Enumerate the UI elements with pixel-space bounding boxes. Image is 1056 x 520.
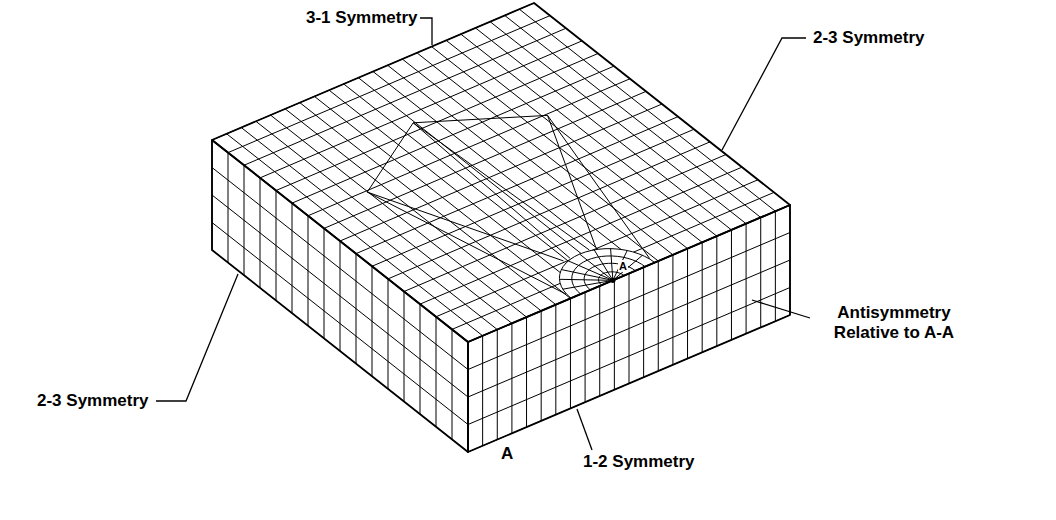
mesh-line — [228, 16, 550, 153]
mesh-line — [212, 168, 468, 370]
symmetry-label: 2-3 Symmetry — [812, 28, 926, 48]
symmetry-label: 2-3 Symmetry — [36, 391, 150, 411]
mesh-line — [568, 261, 613, 280]
mesh-line — [561, 270, 613, 281]
finite-element-mesh — [212, 3, 790, 452]
mesh-line — [367, 115, 547, 192]
mesh-line — [212, 223, 468, 425]
mesh-line — [413, 123, 589, 258]
mesh-line — [356, 117, 678, 254]
mesh-line — [468, 260, 790, 397]
leader-line — [420, 18, 432, 45]
mesh-line — [420, 167, 742, 304]
leader-line — [577, 409, 592, 450]
mesh-line — [468, 233, 790, 370]
mesh-line — [372, 129, 694, 266]
mesh-line — [367, 192, 566, 294]
mesh-line — [292, 66, 614, 203]
symmetry-label: 1-2 Symmetry — [582, 452, 696, 472]
mesh-line — [212, 195, 468, 397]
mesh-line — [308, 79, 630, 216]
mesh-line — [563, 280, 613, 289]
block-outline — [212, 3, 790, 342]
mesh-line — [559, 279, 612, 280]
crack-point — [610, 278, 615, 283]
mesh-line — [260, 41, 582, 178]
symmetry-label: Antisymmetry Relative to A-A — [812, 303, 976, 343]
block-outline — [212, 140, 468, 452]
mesh-line — [244, 28, 566, 165]
mesh-line — [340, 104, 662, 241]
mesh-line — [613, 255, 643, 280]
mesh-line — [548, 115, 650, 258]
mesh-line — [611, 249, 613, 281]
mesh-line — [388, 142, 710, 279]
block-outline — [468, 205, 790, 452]
point-label: A — [500, 444, 514, 464]
point-label: A — [618, 260, 628, 272]
mesh-line — [572, 256, 645, 294]
mesh-line — [468, 288, 790, 425]
mesh-patch — [559, 249, 654, 298]
leader-line — [722, 38, 806, 150]
mesh-line — [324, 91, 646, 228]
leader-line — [156, 274, 238, 401]
mesh-line — [436, 180, 758, 317]
mesh-line — [559, 249, 654, 298]
leader-line — [752, 300, 810, 318]
symmetry-label: 3-1 Symmetry — [305, 8, 419, 28]
